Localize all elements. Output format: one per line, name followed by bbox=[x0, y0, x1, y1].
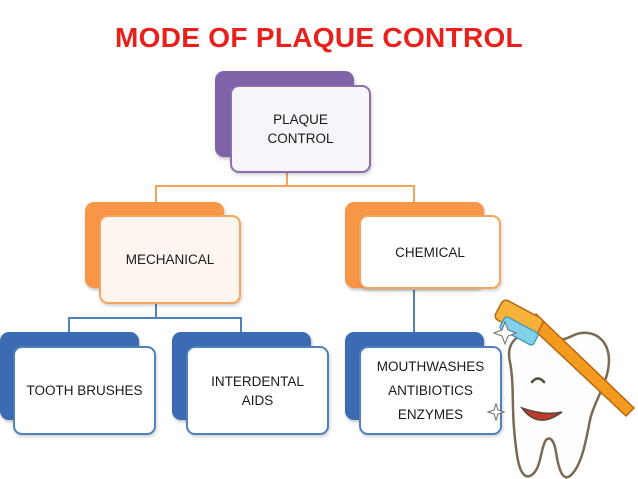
connector-to-mechanical bbox=[155, 185, 157, 202]
chemical-node: CHEMICAL bbox=[359, 215, 501, 289]
tooth-brushes-label: TOOTH BRUSHES bbox=[26, 383, 143, 398]
connector-chemical-down bbox=[413, 290, 415, 332]
root-node: PLAQUE CONTROL bbox=[230, 85, 371, 173]
mechanical-label: MECHANICAL bbox=[125, 252, 215, 267]
interdental-node: INTERDENTAL AIDS bbox=[186, 346, 329, 435]
connector-mechanical-down bbox=[155, 304, 157, 318]
root-label-line2: CONTROL bbox=[267, 131, 334, 146]
interdental-label-line1: INTERDENTAL bbox=[211, 373, 304, 389]
chemical-label: CHEMICAL bbox=[395, 244, 465, 260]
connector-level2-horizontal bbox=[68, 317, 242, 319]
diagram-title: MODE OF PLAQUE CONTROL bbox=[115, 22, 523, 53]
agent-mouthwashes: MOUTHWASHES bbox=[376, 358, 485, 374]
tooth-toothbrush-clipart bbox=[486, 299, 636, 479]
tooth-brushes-node: TOOTH BRUSHES bbox=[13, 346, 156, 435]
sparkle-icon bbox=[492, 320, 518, 346]
mechanical-node: MECHANICAL bbox=[99, 215, 241, 304]
agent-enzymes: ENZYMES bbox=[397, 406, 464, 422]
tooth-eye-icon bbox=[530, 377, 546, 384]
connector-to-interdental bbox=[240, 317, 242, 332]
chemical-agents-node: MOUTHWASHES ANTIBIOTICS ENZYMES bbox=[359, 346, 502, 435]
connector-to-chemical bbox=[413, 185, 415, 202]
agent-antibiotics: ANTIBIOTICS bbox=[388, 382, 473, 398]
connector-to-tooth-brushes bbox=[68, 317, 70, 332]
tooth-smile-icon bbox=[519, 406, 563, 421]
interdental-label-line2: AIDS bbox=[241, 392, 274, 408]
root-label-line1: PLAQUE bbox=[273, 112, 328, 127]
sparkle-icon-small bbox=[486, 402, 506, 422]
tooth-icon bbox=[507, 331, 611, 479]
connector-level1-horizontal bbox=[155, 185, 415, 187]
connector-root-down bbox=[286, 172, 288, 186]
